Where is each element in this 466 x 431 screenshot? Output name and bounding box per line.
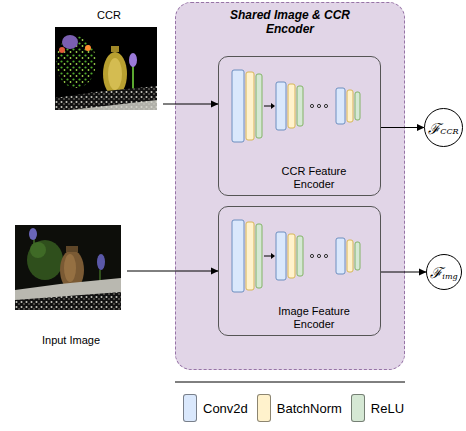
feature-subscript: CCR [440,127,458,136]
node-label: Shared Image & CCR Encoder [215,8,365,36]
conv-stack [232,220,360,292]
legend: Conv2d BatchNorm ReLU [183,394,404,422]
legend-item: Conv2d [183,394,248,422]
feature-subscript: img [442,272,457,281]
legend-label: ReLU [371,401,404,416]
input-picture [15,225,121,310]
legend-swatch [183,394,197,422]
legend-rule [175,382,405,383]
conv-stack [232,70,360,142]
node-label: CCR Feature Encoder [262,165,366,191]
feature-symbol: ℱ [430,262,442,282]
arrow [163,104,218,105]
arrow [127,271,218,272]
legend-item: ReLU [351,394,404,422]
feature-output: ℱCCR [424,108,463,147]
arrow [381,272,426,273]
legend-swatch [257,394,271,422]
feature-output: ℱimg [426,254,462,290]
legend-label: BatchNorm [277,401,342,416]
encoder-box: CCR Feature Encoder [218,56,381,196]
encoder-group: Shared Image & CCR EncoderCCR Feature En… [175,2,405,370]
feature-symbol: ℱ [428,118,440,138]
arrow [381,127,424,128]
legend-item: BatchNorm [257,394,342,422]
node-label: Image Feature Encoder [262,305,366,331]
ccr-image: CCR [55,8,163,110]
encoder-box: Image Feature Encoder [218,206,381,336]
legend-label: Conv2d [203,401,248,416]
node-label: Input Image [15,333,127,347]
node-label: CCR [55,8,163,22]
ccr-picture [55,27,157,110]
legend-swatch [351,394,365,422]
input-image: Input Image [15,225,127,347]
